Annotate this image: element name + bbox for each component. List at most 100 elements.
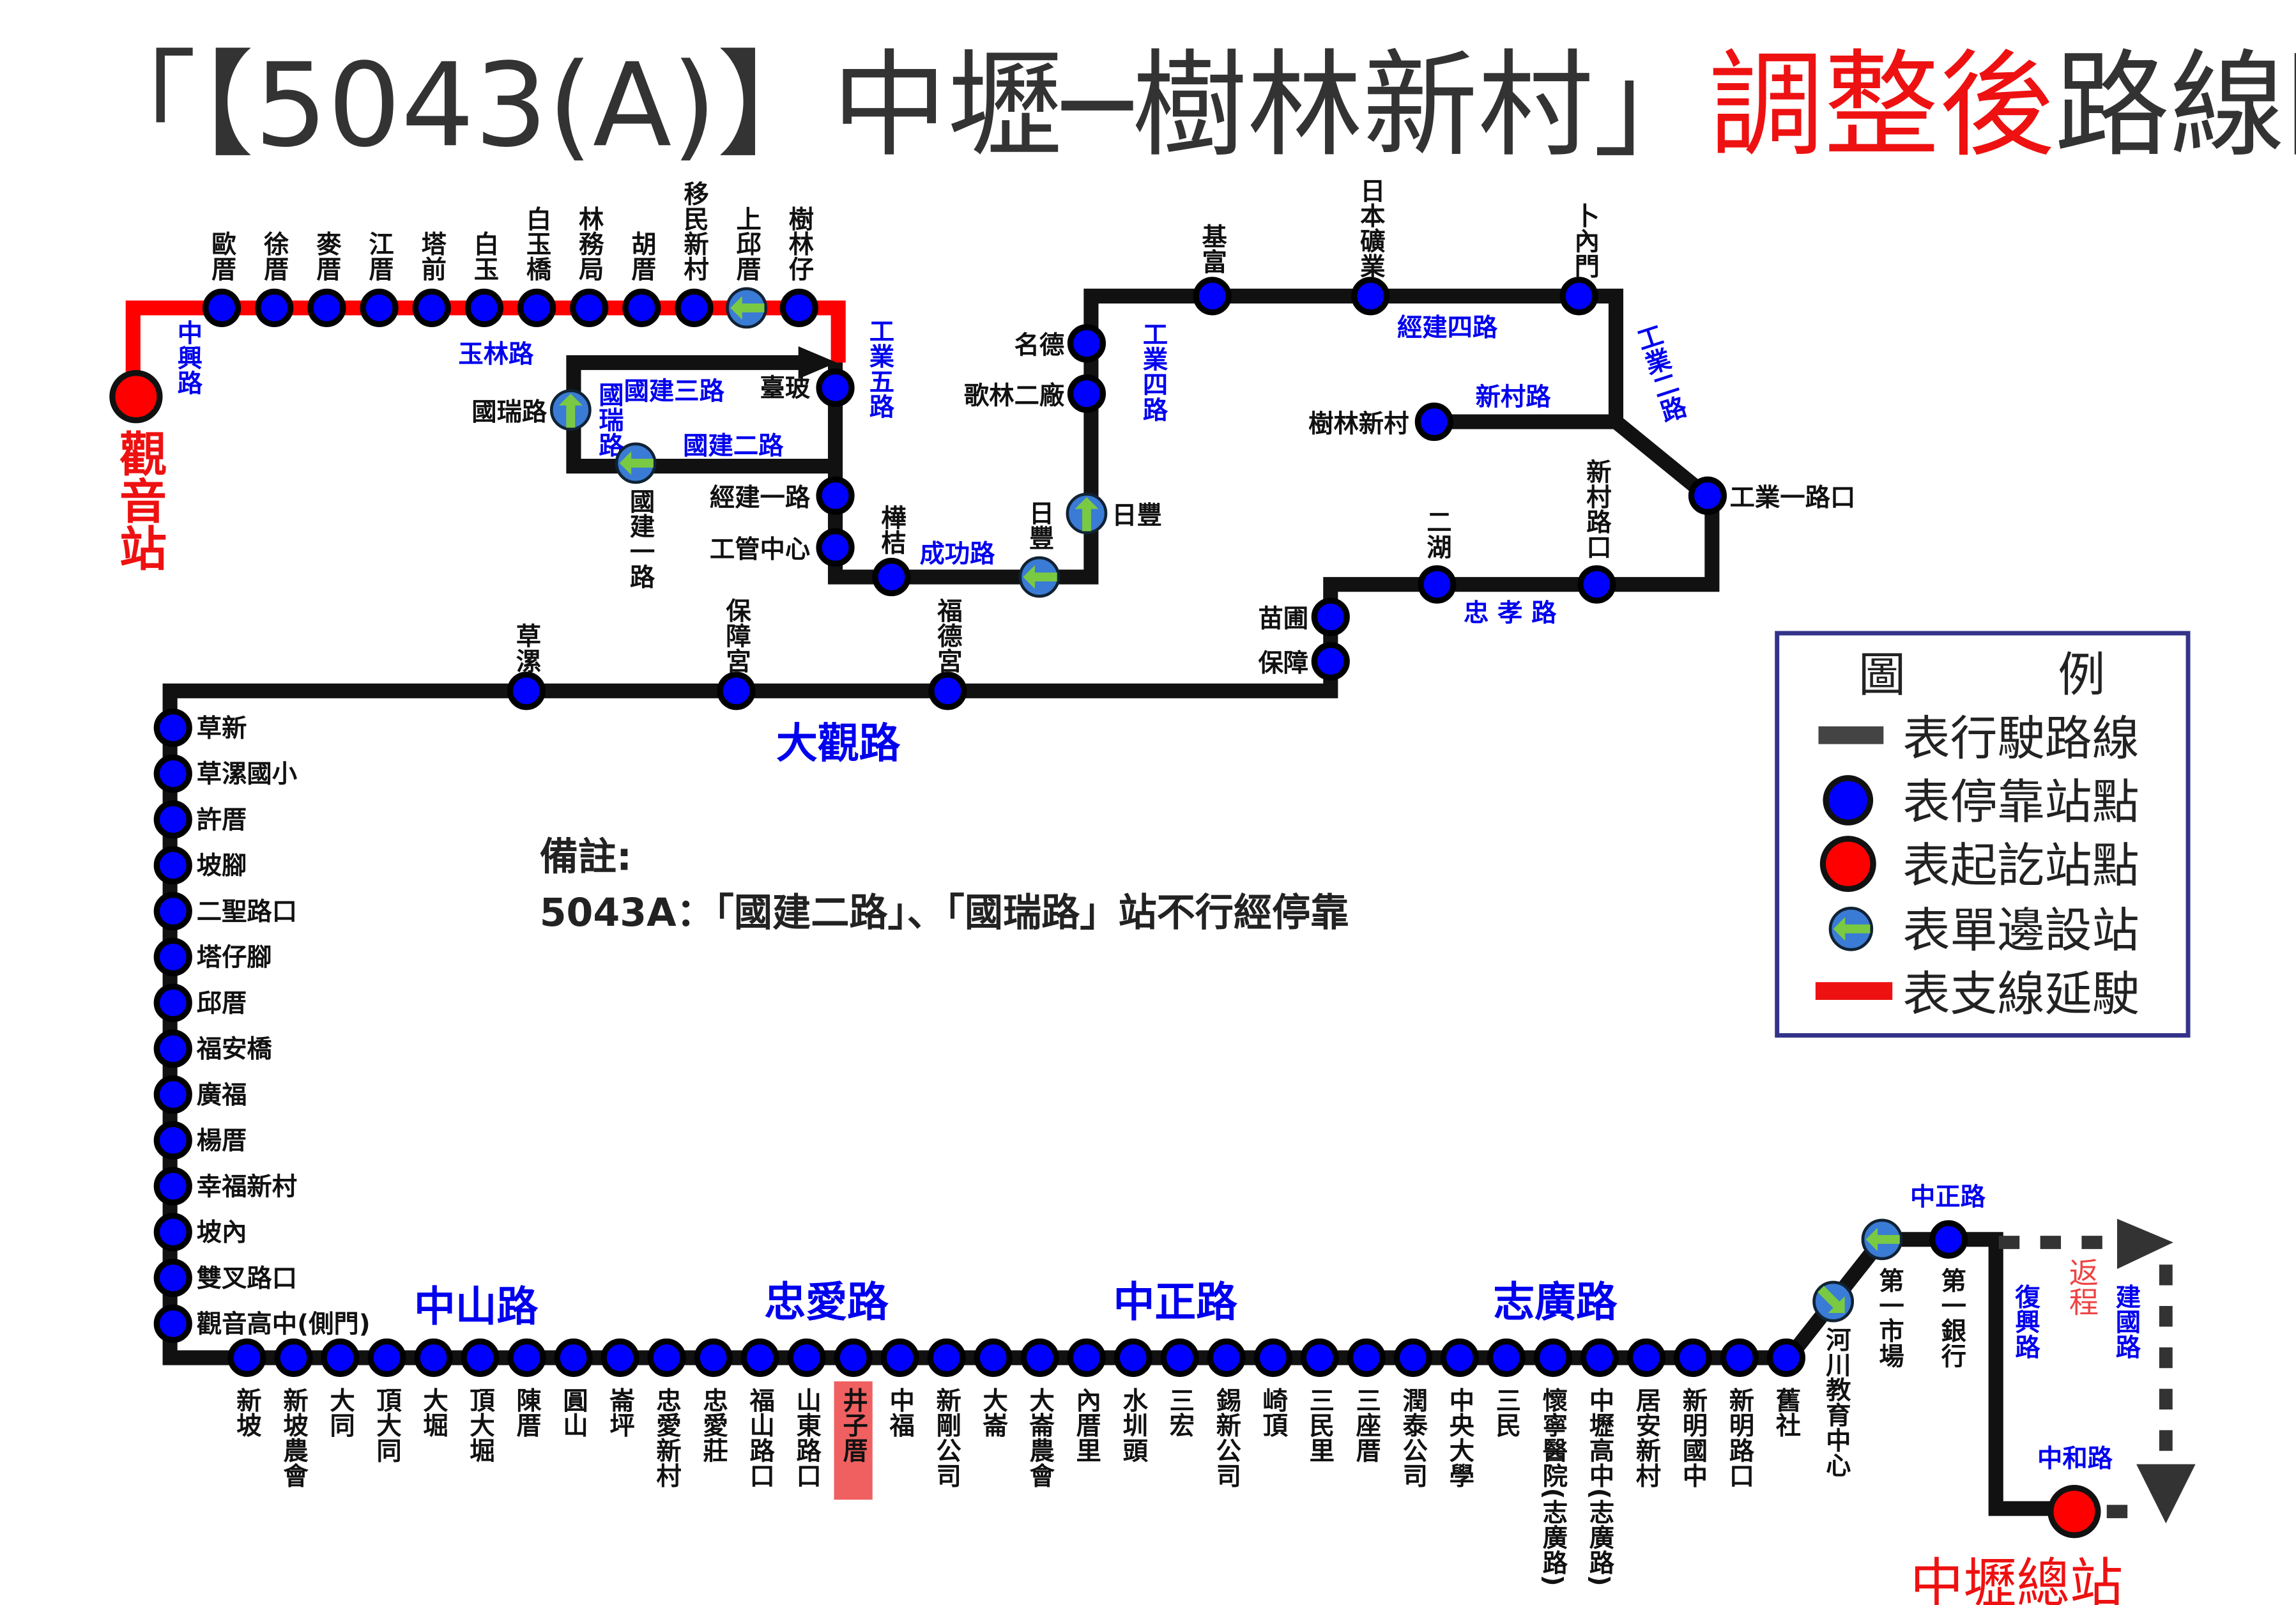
bus-stop[interactable]: 新明路口 [1720,1338,1759,1488]
stop-marker[interactable] [153,754,192,793]
stop-marker[interactable] [1300,1338,1339,1378]
stop-marker[interactable] [1580,1338,1619,1378]
bus-stop[interactable]: 臺玻 [760,368,855,407]
bus-stop[interactable]: 國建一路 [615,442,657,589]
bus-stop[interactable]: 許厝 [153,800,247,839]
stop-marker[interactable] [412,288,451,327]
bus-stop[interactable]: 基富 [1193,224,1232,316]
stop-marker[interactable] [787,1338,826,1378]
stop-marker[interactable] [1193,277,1232,316]
bus-stop[interactable]: 新明國中 [1673,1338,1712,1488]
bus-stop[interactable]: 樹林仔 [779,206,818,327]
terminal-end-marker[interactable] [2047,1485,2101,1539]
stop-marker[interactable] [153,1258,192,1298]
stop-marker[interactable] [153,937,192,976]
stop-marker[interactable] [414,1338,453,1378]
stop-marker[interactable] [153,709,192,748]
bus-stop[interactable]: 崙坪 [601,1338,639,1438]
stop-marker[interactable] [1067,1338,1106,1378]
stop-marker[interactable] [872,557,911,597]
stop-marker[interactable] [1577,565,1616,604]
bus-stop[interactable]: 林務局 [570,206,609,327]
bus-stop[interactable]: 草新 [153,709,247,748]
bus-stop[interactable]: 崎頂 [1253,1338,1292,1438]
bus-stop[interactable]: 白玉橋 [517,206,556,327]
stop-marker[interactable] [274,1338,313,1378]
bus-stop[interactable]: 新坡農會 [274,1338,313,1488]
stop-marker[interactable] [367,1338,406,1378]
stop-marker[interactable] [1559,277,1598,316]
bus-stop[interactable]: 福德宮 [928,597,967,710]
stop-marker[interactable] [1393,1338,1432,1378]
bus-stop[interactable]: 懷寧醫院(志廣路) [1533,1338,1572,1586]
bus-stop[interactable]: 水圳頭 [1114,1338,1152,1463]
stop-marker[interactable] [1207,1338,1246,1378]
stop-marker[interactable] [834,1338,873,1378]
stop-marker[interactable] [1160,1338,1199,1378]
bus-stop[interactable]: 國瑞路 [471,389,592,431]
stop-marker[interactable] [1673,1338,1712,1378]
bus-stop[interactable]: 中福 [880,1338,919,1438]
bus-stop[interactable]: 坡內 [153,1213,247,1252]
bus-stop[interactable]: 麥厝 [307,231,346,327]
bus-stop[interactable]: 日本礦業 [1351,178,1390,316]
bus-stop[interactable]: 胡厝 [622,231,661,327]
stop-marker[interactable] [816,476,855,515]
terminal-start-marker[interactable] [109,370,163,424]
bus-stop[interactable]: 中壢高中(志廣路) [1580,1338,1619,1586]
bus-stop[interactable]: 潤泰公司 [1393,1338,1432,1488]
bus-stop[interactable]: 二聖路口 [153,892,297,931]
stop-marker[interactable] [974,1338,1013,1378]
stop-marker[interactable] [153,1304,192,1343]
bus-stop[interactable]: 樺桔 [872,504,911,597]
stop-marker[interactable] [1311,597,1350,636]
stop-marker[interactable] [321,1338,360,1378]
bus-stop[interactable]: 草漯國小 [153,754,298,793]
bus-stop[interactable]: 第一銀行 [1929,1220,1968,1368]
stop-marker[interactable] [153,1213,192,1252]
bus-stop[interactable]: 苗圃 [1258,597,1350,636]
bus-stop[interactable]: 三民 [1487,1338,1526,1438]
bus-stop[interactable]: 坡腳 [153,846,247,885]
bus-stop[interactable]: 觀音高中(側門) [153,1304,371,1343]
stop-marker[interactable] [307,288,346,327]
stop-marker[interactable] [1418,565,1457,604]
bus-stop[interactable]: 忠愛莊 [694,1338,733,1463]
bus-stop[interactable]: 江厝 [360,231,399,327]
bus-stop[interactable]: 工管中心 [710,528,855,567]
stop-marker[interactable] [717,672,756,710]
bus-stop[interactable]: 大崙 [974,1338,1013,1438]
bus-stop[interactable]: 中央大學 [1440,1338,1479,1488]
bus-stop[interactable]: 保障 [1258,641,1350,681]
stop-marker[interactable] [255,288,294,327]
bus-stop[interactable]: 頂大同 [367,1338,406,1463]
bus-stop[interactable]: 移民新村 [675,180,714,327]
stop-marker[interactable] [694,1338,733,1378]
bus-stop[interactable]: 新村路口 [1577,459,1616,604]
bus-stop[interactable]: 大崙農會 [1020,1338,1059,1488]
bus-stop[interactable]: 福山路口 [740,1338,779,1488]
bus-stop[interactable]: 白玉 [464,231,503,327]
stop-marker[interactable] [1253,1338,1292,1378]
stop-marker[interactable] [601,1338,639,1378]
bus-stop[interactable]: 圓山 [554,1338,593,1438]
stop-marker[interactable] [779,288,818,327]
bus-stop[interactable]: 日豐 [1066,493,1162,534]
bus-stop[interactable]: 三座厝 [1347,1338,1386,1463]
bus-stop[interactable]: 二湖 [1418,509,1457,604]
bus-stop[interactable]: 幸福新村 [153,1167,297,1206]
stop-marker[interactable] [153,846,192,885]
stop-marker[interactable] [153,1029,192,1068]
stop-marker[interactable] [507,672,546,710]
bus-stop[interactable]: 居安新村 [1626,1338,1665,1488]
stop-marker[interactable] [1067,324,1106,363]
stop-marker[interactable] [1929,1220,1968,1259]
bus-stop[interactable]: 新剛公司 [927,1338,966,1488]
stop-marker[interactable] [554,1338,593,1378]
stop-marker[interactable] [360,288,399,327]
stop-marker[interactable] [927,1338,966,1378]
stop-marker[interactable] [203,288,241,327]
bus-stop[interactable]: 頂大堀 [461,1338,500,1463]
stop-marker[interactable] [1114,1338,1152,1378]
stop-marker[interactable] [153,1075,192,1114]
